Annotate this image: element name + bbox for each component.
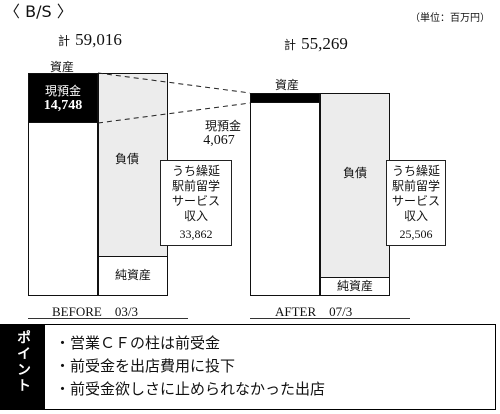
- after-assets-label: 資産: [275, 78, 300, 92]
- after-liabilities-segment: 負債: [320, 93, 390, 278]
- before-callout-line-4: 収入: [183, 209, 208, 223]
- before-period-underline: [28, 318, 188, 319]
- before-total: 計 59,016: [58, 30, 122, 50]
- after-total-value: 55,269: [301, 34, 348, 53]
- after-total: 計 55,269: [284, 34, 348, 54]
- after-callout-line-1: うち繰延: [391, 164, 440, 178]
- point-item-3: ・前受金欲しさに止められなかった出店: [55, 380, 326, 398]
- before-period-label: BEFORE 03/3: [52, 304, 138, 319]
- after-cash-segment: [250, 93, 320, 103]
- before-callout-value: 33,862: [179, 227, 213, 241]
- before-liabilities-segment: 負債: [98, 73, 168, 257]
- point-box: ・営業ＣＦの柱は前受金 ・前受金を出店費用に投下 ・前受金欲しさに止められなかっ…: [44, 324, 496, 410]
- before-net-assets-label: 純資産: [114, 268, 151, 282]
- before-total-value: 59,016: [75, 30, 122, 49]
- after-deferred-revenue-callout: うち繰延 駅前留学 サービス 収入 25,506: [386, 160, 446, 246]
- point-tag-text: ポイント: [15, 330, 31, 394]
- before-callout-line-1: うち繰延: [171, 164, 220, 178]
- unit-note: （単位：百万円）: [410, 13, 490, 24]
- after-cash-label: 現預金: [204, 119, 241, 133]
- before-cash-label: 現預金: [44, 84, 81, 98]
- before-callout-line-3: サービス: [171, 194, 220, 208]
- before-cash-value: 14,748: [43, 98, 83, 113]
- point-item-1: ・営業ＣＦの柱は前受金: [55, 334, 221, 352]
- before-assets-label: 資産: [50, 60, 75, 74]
- after-callout-line-3: サービス: [391, 194, 440, 208]
- after-period-label: AFTER 07/3: [275, 304, 353, 319]
- after-period-underline: [250, 318, 410, 319]
- before-deferred-revenue-callout: うち繰延 駅前留学 サービス 収入 33,862: [160, 160, 232, 246]
- after-net-assets-segment: 純資産: [320, 277, 390, 296]
- after-net-assets-label: 純資産: [336, 279, 373, 293]
- before-cash-segment: 現預金 14,748: [28, 73, 98, 123]
- before-liabilities-label: 負債: [114, 152, 139, 166]
- before-callout-line-2: 駅前留学: [171, 179, 220, 193]
- point-tag: ポイント: [0, 324, 44, 410]
- page-title: 〈 B/S 〉: [4, 2, 73, 21]
- after-callout-line-4: 収入: [403, 209, 428, 223]
- after-cash-value: 4,067: [203, 133, 235, 148]
- after-liabilities-label: 負債: [342, 166, 367, 180]
- before-total-prefix: 計: [58, 34, 71, 48]
- after-total-prefix: 計: [284, 38, 297, 52]
- after-assets-bar: [250, 93, 320, 296]
- before-net-assets-segment: 純資産: [98, 256, 168, 296]
- point-item-2: ・前受金を出店費用に投下: [55, 357, 236, 375]
- after-callout-value: 25,506: [399, 227, 433, 241]
- after-callout-line-2: 駅前留学: [391, 179, 440, 193]
